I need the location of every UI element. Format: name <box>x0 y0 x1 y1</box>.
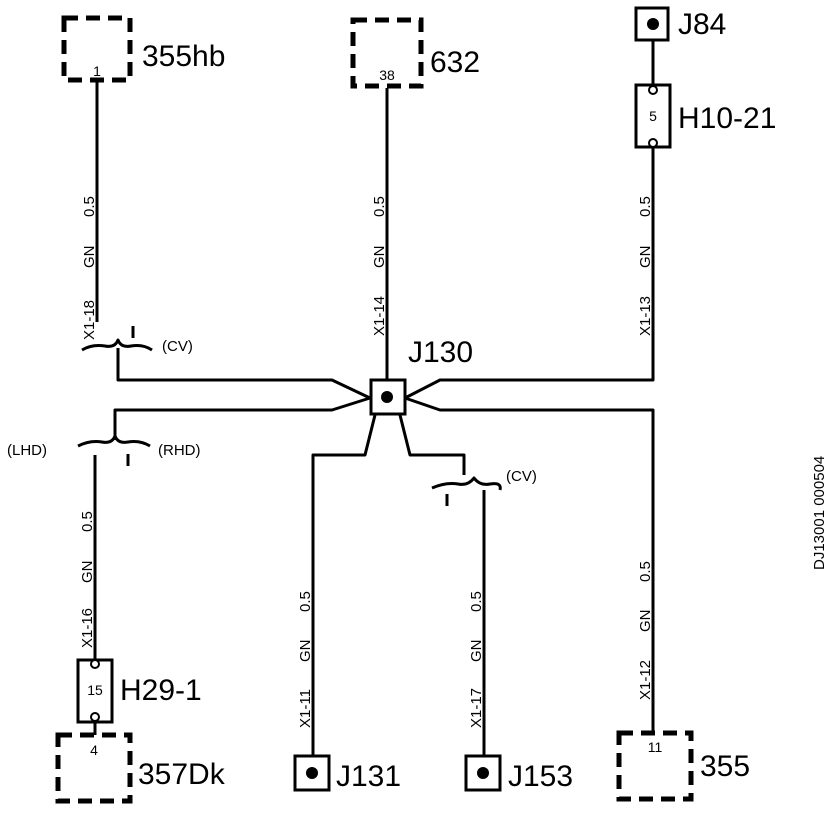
connector-357dk: 4 357Dk <box>55 721 226 804</box>
wire-w3-size: 0.5 <box>637 196 654 217</box>
connector-632: 38 632 <box>350 17 480 89</box>
wire-label-w6: X1-17 GN 0.5 <box>468 591 485 728</box>
wire-w7-color: GN <box>637 610 654 633</box>
wire-w1-color: GN <box>81 246 98 269</box>
wire-w5-pos: X1-11 <box>297 689 314 728</box>
wire-label-w2: X1-14 GN 0.5 <box>371 196 388 336</box>
connector-357dk-label: 357Dk <box>138 758 226 791</box>
wire-w2-color: GN <box>371 246 388 269</box>
wire-w2-size: 0.5 <box>371 196 388 217</box>
connector-h29-1-label: H29-1 <box>120 674 202 707</box>
wire-x1-12 <box>404 396 655 735</box>
connector-h29-1-pin: 15 <box>87 682 103 698</box>
document-id: DJ13001 000504 <box>811 456 828 570</box>
connector-355hb-label: 355hb <box>142 40 225 73</box>
wire-x1-11 <box>311 414 377 760</box>
connector-355-label: 355 <box>700 750 750 783</box>
connector-j153-label: J153 <box>508 760 573 793</box>
wire-label-w3: X1-13 GN 0.5 <box>637 196 654 336</box>
wire-w6-size: 0.5 <box>468 591 485 612</box>
connector-355-pin: 11 <box>648 739 663 755</box>
wire-w4-pos: X1-16 <box>79 608 96 648</box>
option-break-lhd-rhd <box>77 434 151 466</box>
connector-632-pin: 38 <box>379 67 395 83</box>
wire-x1-13 <box>404 144 655 400</box>
wire-label-w4: X1-16 GN 0.5 <box>79 511 96 648</box>
wire-label-w5: X1-11 GN 0.5 <box>297 591 314 728</box>
connector-h10-21-pin: 5 <box>649 108 657 124</box>
wire-w1-pos: X1-18 <box>81 300 98 340</box>
wire-w6-pos: X1-17 <box>468 688 485 728</box>
wire-j130-to-lhd <box>113 396 371 440</box>
wire-w7-size: 0.5 <box>637 561 654 582</box>
connector-355hb: 1 355hb <box>61 15 225 83</box>
wire-w3-color: GN <box>637 246 654 269</box>
wire-x1-18-to-j130 <box>116 348 371 400</box>
wire-j130-to-cv2 <box>398 414 466 475</box>
connector-357dk-pin: 4 <box>90 742 98 758</box>
variant-label-cv2: (CV) <box>506 468 537 485</box>
connector-j153: J153 <box>464 754 573 793</box>
connector-h10-21-label: H10-21 <box>678 102 776 135</box>
wire-w3-pos: X1-13 <box>637 296 654 336</box>
connector-h29-1: 15 H29-1 <box>76 658 202 724</box>
variant-label-rhd: (RHD) <box>158 442 201 459</box>
connector-355hb-pin: 1 <box>93 63 101 79</box>
connector-j84: J84 <box>634 6 726 42</box>
wire-label-w1: X1-18 GN 0.5 <box>81 196 98 340</box>
wire-w2-pos: X1-14 <box>371 296 388 336</box>
connector-j131-label: J131 <box>336 760 401 793</box>
wire-w4-color: GN <box>79 561 96 584</box>
option-break-cv2 <box>431 476 502 506</box>
wire-w7-pos: X1-12 <box>637 660 654 700</box>
connector-632-label: 632 <box>430 46 480 79</box>
connector-j131: J131 <box>293 754 401 793</box>
variant-label-lhd: (LHD) <box>7 442 47 459</box>
connector-j84-label: J84 <box>678 8 726 41</box>
variant-label-cv1: (CV) <box>162 338 193 355</box>
wire-w1-size: 0.5 <box>81 196 98 217</box>
wire-w6-color: GN <box>468 640 485 663</box>
connector-h10-21: 5 H10-21 <box>634 83 776 149</box>
splice-j130: J130 <box>369 336 473 416</box>
splice-j130-label: J130 <box>408 336 473 369</box>
wire-label-w7: X1-12 GN 0.5 <box>637 561 654 700</box>
connector-355: 11 355 <box>616 730 750 802</box>
wire-w5-size: 0.5 <box>297 591 314 612</box>
wire-w4-size: 0.5 <box>79 511 96 532</box>
option-break-cv1 <box>81 326 153 352</box>
wire-w5-color: GN <box>297 640 314 663</box>
